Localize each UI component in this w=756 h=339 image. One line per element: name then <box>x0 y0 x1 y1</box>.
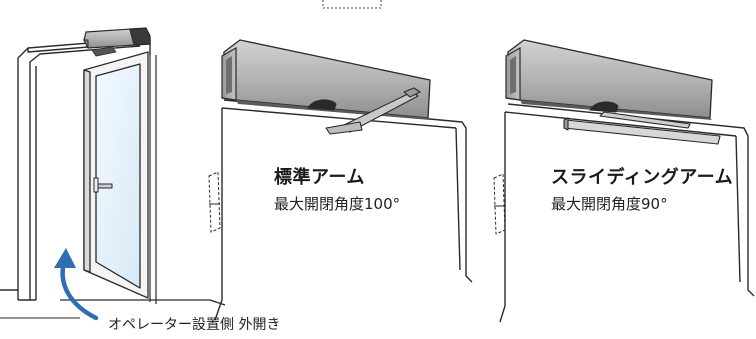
standard-arm <box>307 87 421 135</box>
sliding-arm-illustration <box>493 103 755 323</box>
sliding-arm-subtitle: 最大開閉角度90° <box>551 195 668 213</box>
standard-arm-subtitle: 最大開閉角度100° <box>274 195 401 213</box>
door-leaf <box>83 51 149 299</box>
sliding-arm-title: スライディングアーム <box>551 167 734 188</box>
dashed-marker <box>322 0 382 9</box>
standard-arm-title: 標準アーム <box>274 167 365 188</box>
opening-direction-arrow <box>54 248 99 321</box>
installation-caption: オペレーター設置側 外開き <box>108 317 281 333</box>
operator-unit-door <box>83 27 151 57</box>
sliding-arm <box>563 101 721 145</box>
